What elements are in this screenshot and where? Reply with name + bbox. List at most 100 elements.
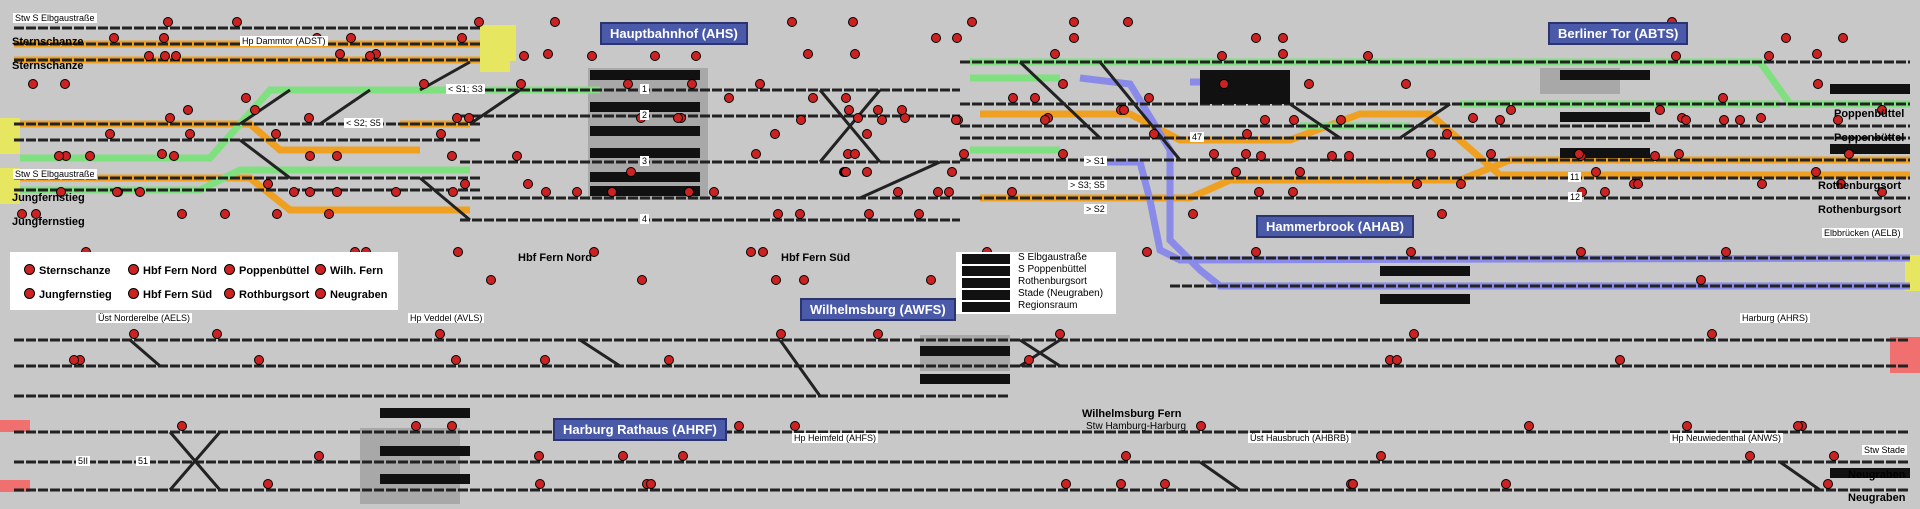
signal-icon[interactable] <box>952 33 962 43</box>
signal-icon[interactable] <box>951 115 961 125</box>
signal-icon[interactable] <box>1344 151 1354 161</box>
signal-icon[interactable] <box>1764 51 1774 61</box>
signal-icon[interactable] <box>411 421 421 431</box>
signal-icon[interactable] <box>1231 167 1241 177</box>
signal-icon[interactable] <box>1811 167 1821 177</box>
signal-icon[interactable] <box>1209 149 1219 159</box>
signal-icon[interactable] <box>1650 151 1660 161</box>
signal-icon[interactable] <box>447 151 457 161</box>
signal-icon[interactable] <box>451 355 461 365</box>
signal-icon[interactable] <box>486 275 496 285</box>
stw-indicator[interactable] <box>962 302 1010 312</box>
station-title-berliner-tor[interactable]: Berliner Tor (ABTS) <box>1548 22 1689 45</box>
route-label-s1[interactable]: > S1 <box>1084 156 1107 166</box>
signal-icon[interactable] <box>523 179 533 189</box>
signal-icon[interactable] <box>1591 167 1601 177</box>
signal-icon[interactable] <box>947 167 957 177</box>
route-label-s2s5[interactable]: < S2; S5 <box>344 118 383 128</box>
signal-icon[interactable] <box>862 129 872 139</box>
signal-icon[interactable] <box>746 247 756 257</box>
signal-icon[interactable] <box>516 79 526 89</box>
signal-icon[interactable] <box>893 187 903 197</box>
signal-icon[interactable] <box>664 355 674 365</box>
signal-icon[interactable] <box>1116 479 1126 489</box>
signal-icon[interactable] <box>1836 179 1846 189</box>
signal-icon[interactable] <box>684 187 694 197</box>
signal-icon[interactable] <box>673 113 683 123</box>
signal-icon[interactable] <box>17 209 27 219</box>
signal-icon[interactable] <box>1030 93 1040 103</box>
signal-icon[interactable] <box>1121 451 1131 461</box>
signal-icon[interactable] <box>1241 149 1251 159</box>
signal-icon[interactable] <box>623 79 633 89</box>
signal-icon[interactable] <box>160 51 170 61</box>
signal-icon[interactable] <box>897 105 907 115</box>
signal-icon[interactable] <box>1144 93 1154 103</box>
signal-icon[interactable] <box>435 329 445 339</box>
signal-icon[interactable] <box>734 421 744 431</box>
signal-icon[interactable] <box>1050 49 1060 59</box>
signal-icon[interactable] <box>129 329 139 339</box>
signal-icon[interactable] <box>873 105 883 115</box>
signal-icon[interactable] <box>1123 17 1133 27</box>
signal-icon[interactable] <box>1833 115 1843 125</box>
signal-icon[interactable] <box>332 187 342 197</box>
signal-icon[interactable] <box>1160 479 1170 489</box>
signal-icon[interactable] <box>646 479 656 489</box>
signals[interactable] <box>17 17 1887 489</box>
signal-icon[interactable] <box>1456 179 1466 189</box>
signal-icon[interactable] <box>758 247 768 257</box>
signal-icon[interactable] <box>457 33 467 43</box>
signal-icon[interactable] <box>1336 115 1346 125</box>
signal-icon[interactable] <box>1707 329 1717 339</box>
signal-icon[interactable] <box>419 79 429 89</box>
signal-icon[interactable] <box>1149 129 1159 139</box>
signal-icon[interactable] <box>1633 179 1643 189</box>
signal-icon[interactable] <box>69 355 79 365</box>
signal-icon[interactable] <box>346 33 356 43</box>
signal-icon[interactable] <box>1289 115 1299 125</box>
signal-icon[interactable] <box>1251 247 1261 257</box>
signal-icon[interactable] <box>1426 149 1436 159</box>
signal-icon[interactable] <box>250 105 260 115</box>
signal-icon[interactable] <box>289 187 299 197</box>
signal-icon[interactable] <box>771 275 781 285</box>
signal-icon[interactable] <box>448 187 458 197</box>
signal-icon[interactable] <box>314 451 324 461</box>
signal-icon[interactable] <box>808 93 818 103</box>
signal-icon[interactable] <box>60 79 70 89</box>
signal-icon[interactable] <box>1877 187 1887 197</box>
signal-icon[interactable] <box>1501 479 1511 489</box>
signal-icon[interactable] <box>169 151 179 161</box>
signal-icon[interactable] <box>1524 421 1534 431</box>
signal-icon[interactable] <box>1295 167 1305 177</box>
signal-icon[interactable] <box>474 17 484 27</box>
signal-icon[interactable] <box>447 421 457 431</box>
signal-icon[interactable] <box>637 275 647 285</box>
signal-icon[interactable] <box>1376 451 1386 461</box>
signal-icon[interactable] <box>1682 421 1692 431</box>
signal-icon[interactable] <box>862 167 872 177</box>
signal-icon[interactable] <box>967 17 977 27</box>
signal-icon[interactable] <box>1254 187 1264 197</box>
signal-icon[interactable] <box>751 149 761 159</box>
signal-icon[interactable] <box>535 479 545 489</box>
signal-icon[interactable] <box>85 151 95 161</box>
signal-icon[interactable] <box>1007 187 1017 197</box>
signal-icon[interactable] <box>1196 421 1206 431</box>
signal-icon[interactable] <box>1486 149 1496 159</box>
signal-icon[interactable] <box>1793 421 1803 431</box>
signal-icon[interactable] <box>550 17 560 27</box>
signal-icon[interactable] <box>1813 79 1823 89</box>
signal-icon[interactable] <box>1401 79 1411 89</box>
signal-icon[interactable] <box>1838 33 1848 43</box>
signal-icon[interactable] <box>177 421 187 431</box>
signal-icon[interactable] <box>365 51 375 61</box>
signal-icon[interactable] <box>841 167 851 177</box>
signal-icon[interactable] <box>1468 113 1478 123</box>
signal-icon[interactable] <box>543 49 553 59</box>
signal-icon[interactable] <box>56 187 66 197</box>
signal-icon[interactable] <box>1260 115 1270 125</box>
signal-icon[interactable] <box>1363 51 1373 61</box>
signal-icon[interactable] <box>1615 355 1625 365</box>
